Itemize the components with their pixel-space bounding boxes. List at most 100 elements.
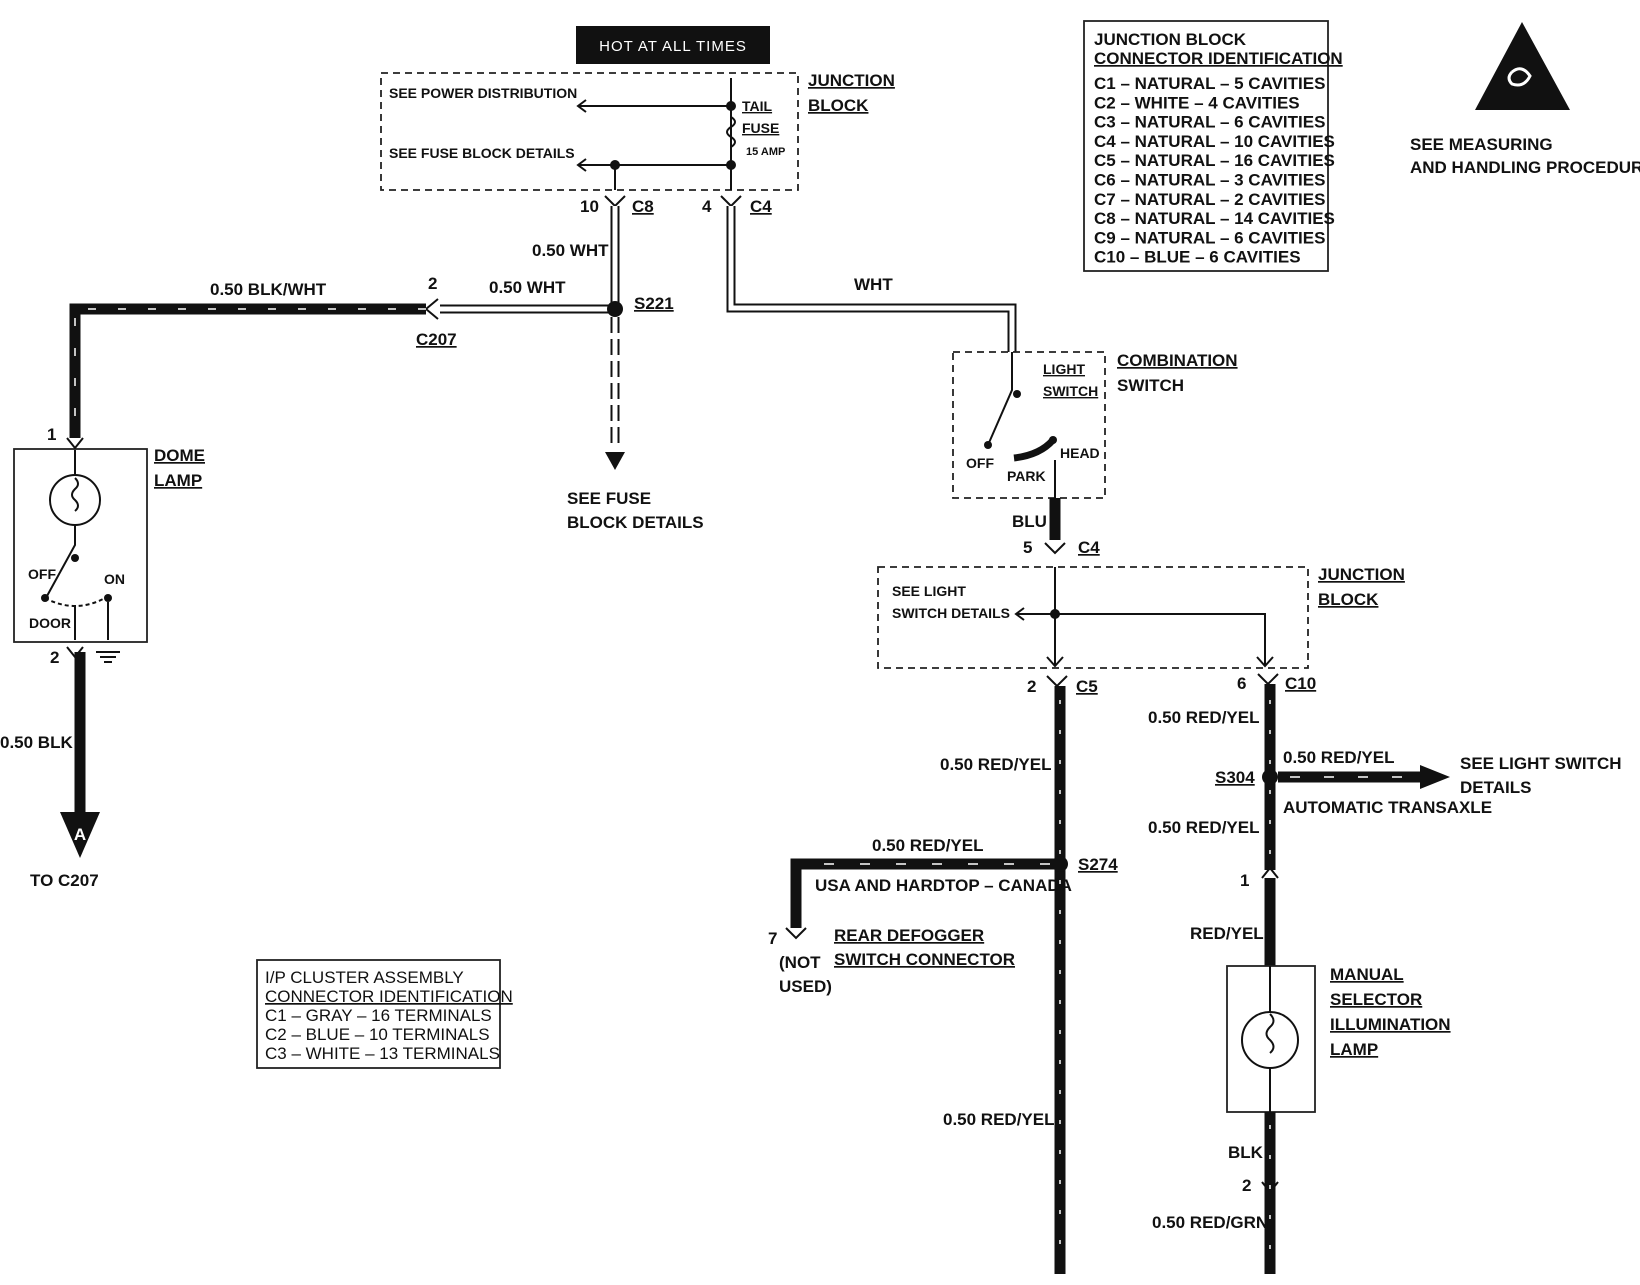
esd-warning-icon <box>1475 22 1570 110</box>
manual-lamp-connector-2-icon <box>1261 1181 1279 1194</box>
jb-connector-id-row-6: C6 – NATURAL – 3 CAVITIES <box>1094 171 1325 190</box>
see-light-switch-2: SWITCH DETAILS <box>892 605 1010 621</box>
jb-mid-c5-arrow-icon <box>1046 656 1064 668</box>
manual-lamp-pin-1: 1 <box>1240 871 1249 890</box>
tail-fuse-label-1: TAIL <box>742 98 773 114</box>
s221-splice <box>607 301 623 317</box>
s274-label: S274 <box>1078 855 1118 874</box>
junction-block-top <box>380 72 799 191</box>
c207-pin: 2 <box>428 274 437 293</box>
not-used-2: USED) <box>779 977 832 996</box>
c10-pin: 6 <box>1237 674 1246 693</box>
c207-label: C207 <box>416 330 457 349</box>
blk-050-label: 0.50 BLK <box>0 733 73 752</box>
jb-connector-id-row-2: C2 – WHITE – 4 CAVITIES <box>1094 93 1300 112</box>
ip-cluster-row-2: C2 – BLUE – 10 TERMINALS <box>265 1025 490 1044</box>
see-fuse-block-2: BLOCK DETAILS <box>567 513 704 532</box>
dome-pin1-connector-icon <box>66 437 84 450</box>
c4-connector-label: C4 <box>750 197 772 216</box>
c5-connector-icon <box>1046 675 1068 688</box>
red-yel-plain-label: RED/YEL <box>1190 924 1264 943</box>
esd-text-2: AND HANDLING PROCEDURES <box>1410 158 1640 177</box>
see-power-distribution: SEE POWER DISTRIBUTION <box>389 85 577 101</box>
c207-connector-icon <box>424 298 439 320</box>
ip-cluster-title-1: I/P CLUSTER ASSEMBLY <box>265 968 464 987</box>
wht-050-label-b: 0.50 WHT <box>489 278 566 297</box>
jb-mid-right-line <box>1055 613 1266 665</box>
esd-text-1: SEE MEASURING <box>1410 135 1553 154</box>
jb-connector-id-row-8: C8 – NATURAL – 14 CAVITIES <box>1094 209 1335 228</box>
jb-connector-id-title-2: CONNECTOR IDENTIFICATION <box>1094 49 1343 68</box>
jb-connector-id-row-7: C7 – NATURAL – 2 CAVITIES <box>1094 190 1325 209</box>
blk-wht-wire <box>69 303 426 438</box>
red-yel-branch-label: 0.50 RED/YEL <box>872 836 984 855</box>
c10-label: C10 <box>1285 674 1316 693</box>
s304-label: S304 <box>1215 768 1255 787</box>
off-node <box>984 441 992 449</box>
ip-cluster-title-2: CONNECTOR IDENTIFICATION <box>265 987 513 1006</box>
not-used-1: (NOT <box>779 953 821 972</box>
hot-at-all-times-label: HOT AT ALL TIMES <box>599 38 747 55</box>
wht-050-label-a: 0.50 WHT <box>532 241 609 260</box>
see-light-switch-arrow-icon <box>1420 765 1450 789</box>
c8-pin: 10 <box>580 197 599 216</box>
manual-lamp-title-1: MANUAL <box>1330 965 1404 984</box>
junction-block-mid-title-2: BLOCK <box>1318 590 1379 609</box>
jb-connector-id-row-3: C3 – NATURAL – 6 CAVITIES <box>1094 113 1325 132</box>
red-yel-branch-wire <box>790 858 1060 928</box>
c4-mid-label: C4 <box>1078 538 1100 557</box>
manual-lamp-filament-icon <box>1265 1013 1275 1054</box>
head-label: HEAD <box>1060 445 1100 461</box>
red-yel-label-low: 0.50 RED/YEL <box>943 1110 1055 1129</box>
power-arrow-icon <box>576 99 587 113</box>
see-light-switch-details-1: SEE LIGHT SWITCH <box>1460 754 1622 773</box>
ip-cluster-row-3: C3 – WHITE – 13 TERMINALS <box>265 1044 500 1063</box>
light-switch-lever <box>987 352 1013 446</box>
dome-lamp-title-1: DOME <box>154 446 205 465</box>
off-label: OFF <box>966 455 994 471</box>
fuse-arrow-icon <box>576 158 587 172</box>
combination-switch-box <box>952 351 1106 499</box>
c5-pin: 2 <box>1027 677 1036 696</box>
dome-filament-icon <box>71 477 79 512</box>
see-fuse-block-details: SEE FUSE BLOCK DETAILS <box>389 145 575 161</box>
to-c207-label: TO C207 <box>30 871 99 890</box>
jb-connector-id-row-1: C1 – NATURAL – 5 CAVITIES <box>1094 74 1325 93</box>
light-switch-label-1: LIGHT <box>1043 361 1085 377</box>
rear-defogger-connector-icon <box>785 927 807 940</box>
see-fuse-block-1: SEE FUSE <box>567 489 651 508</box>
c8-connector-icon <box>604 195 626 208</box>
jb-connector-id-box <box>1083 20 1329 272</box>
head-node <box>1049 436 1057 444</box>
dome-lamp-pin-1: 1 <box>47 425 56 444</box>
dome-on-label: ON <box>104 571 125 587</box>
see-light-switch-1: SEE LIGHT <box>892 583 966 599</box>
jb-mid-c10-arrow-icon <box>1256 656 1274 668</box>
s221-label: S221 <box>634 294 674 313</box>
blk-wht-stripe <box>74 308 426 438</box>
blu-label: BLU <box>1012 512 1047 531</box>
blk-label: BLK <box>1228 1143 1264 1162</box>
combination-switch-title-2: SWITCH <box>1117 376 1184 395</box>
see-light-switch-details-2: DETAILS <box>1460 778 1531 797</box>
rear-defogger-1: REAR DEFOGGER <box>834 926 984 945</box>
dome-on-node <box>104 594 112 602</box>
rear-defogger-pin: 7 <box>768 929 777 948</box>
usa-hardtop-label: USA AND HARDTOP – CANADA <box>815 876 1072 895</box>
c4-connector-icon <box>720 195 742 208</box>
c5-label: C5 <box>1076 677 1098 696</box>
red-yel-c10-label: 0.50 RED/YEL <box>1148 708 1260 727</box>
connector-a-letter: A <box>74 825 86 844</box>
dome-lamp-pin-2: 2 <box>50 648 59 667</box>
fuse-block-arrow-icon <box>605 452 625 470</box>
esd-hand-icon <box>1507 67 1532 87</box>
dome-off-label: OFF <box>28 566 56 582</box>
dome-door-label: DOOR <box>29 615 71 631</box>
manual-lamp-title-4: LAMP <box>1330 1040 1378 1059</box>
manual-lamp-pin-2: 2 <box>1242 1176 1251 1195</box>
light-switch-node <box>1013 390 1021 398</box>
manual-lamp-connector-1-icon <box>1261 866 1279 879</box>
ground-icon <box>96 651 120 663</box>
park-label: PARK <box>1007 468 1046 484</box>
